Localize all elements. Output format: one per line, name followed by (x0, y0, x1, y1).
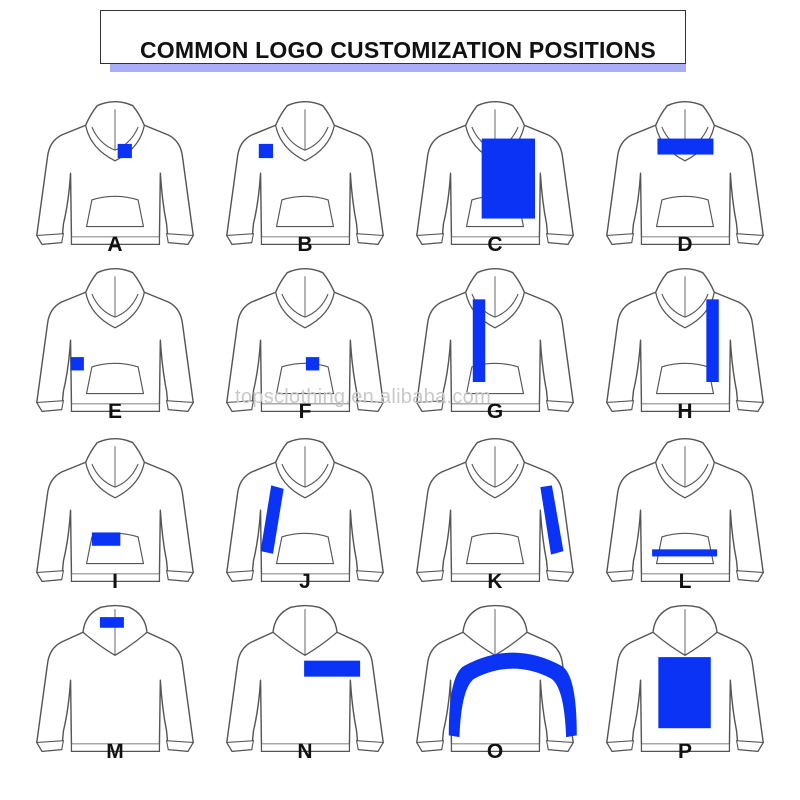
logo-patch (260, 485, 284, 554)
hoodie-position-m: M (15, 602, 215, 782)
logo-area (70, 357, 84, 371)
page-title: COMMON LOGO CUSTOMIZATION POSITIONS (140, 37, 656, 63)
hoodie-position-o: O (395, 602, 595, 782)
hoodie-front-view (605, 267, 765, 413)
position-label: D (677, 233, 693, 256)
hoodie-front-view (35, 267, 195, 413)
logo-area (540, 485, 564, 555)
hoodie-front-view (415, 267, 575, 413)
hoodie-front-view (605, 100, 765, 246)
hoodie-front-view (415, 437, 575, 583)
logo-patch (70, 357, 84, 371)
position-label: C (487, 233, 503, 256)
position-label: M (106, 740, 124, 763)
hoodie-back-view (225, 604, 385, 753)
logo-area (481, 138, 535, 219)
hoodie-front-view (225, 267, 385, 413)
logo-patch (658, 657, 711, 729)
title-frame (100, 10, 686, 64)
hoodie-front-view (225, 100, 385, 246)
logo-area (99, 617, 124, 628)
hoodie-position-l: L (585, 432, 785, 612)
logo-patch (657, 138, 714, 155)
logo-patch (652, 549, 717, 557)
position-label: E (107, 400, 122, 423)
hoodie-position-n: N (205, 602, 405, 782)
logo-patch (540, 485, 564, 555)
hoodie-front-view (415, 100, 575, 246)
position-label: K (487, 570, 503, 593)
logo-patch (706, 299, 719, 382)
logo-area (91, 532, 121, 546)
logo-patch (472, 299, 486, 382)
logo-area (706, 299, 719, 382)
logo-area (258, 143, 273, 159)
hoodie-position-j: J (205, 432, 405, 612)
position-label: J (299, 570, 311, 593)
position-label: O (486, 740, 504, 763)
position-label: H (677, 400, 693, 423)
hoodie-back-view (35, 604, 195, 753)
hoodie-front-view (35, 437, 195, 583)
logo-patch (117, 143, 132, 159)
position-label: L (678, 570, 692, 593)
hoodie-position-p: P (585, 602, 785, 782)
logo-area (117, 143, 132, 159)
logo-area (304, 660, 361, 677)
logo-patch (448, 652, 577, 738)
hoodie-front-view (605, 437, 765, 583)
watermark: topsclothing.en.alibaba.com (235, 386, 492, 408)
title-banner: COMMON LOGO CUSTOMIZATION POSITIONS (100, 10, 686, 72)
logo-area (657, 138, 714, 155)
logo-area (658, 657, 711, 729)
position-label: I (112, 570, 118, 593)
hoodie-position-d: D (585, 95, 785, 275)
hoodie-front-view (35, 100, 195, 246)
hoodie-position-b: B (205, 95, 405, 275)
logo-patch (91, 532, 121, 546)
position-label: G (486, 400, 504, 423)
hoodie-position-a: A (15, 95, 215, 275)
position-label: A (107, 233, 123, 256)
logo-area (260, 485, 284, 554)
logo-patch (481, 138, 535, 219)
logo-area (472, 299, 486, 382)
logo-area (448, 652, 577, 738)
hoodie-back-view (415, 604, 577, 753)
logo-patch (305, 357, 320, 371)
logo-area (305, 357, 320, 371)
hoodie-position-g: G (395, 262, 595, 442)
hoodie-back-view (605, 604, 765, 753)
logo-patch (99, 617, 124, 628)
position-label: N (297, 740, 313, 763)
hoodie-position-i: I (15, 432, 215, 612)
position-label: B (297, 233, 313, 256)
logo-area (652, 549, 717, 557)
hoodie-position-c: C (395, 95, 595, 275)
hoodie-front-view (225, 437, 385, 583)
position-label: F (298, 400, 312, 423)
hoodie-position-k: K (395, 432, 595, 612)
hoodie-position-e: E (15, 262, 215, 442)
logo-patch (258, 143, 273, 159)
position-label: P (677, 740, 692, 763)
logo-patch (304, 660, 361, 677)
hoodie-position-h: H (585, 262, 785, 442)
hoodie-position-f: F (205, 262, 405, 442)
